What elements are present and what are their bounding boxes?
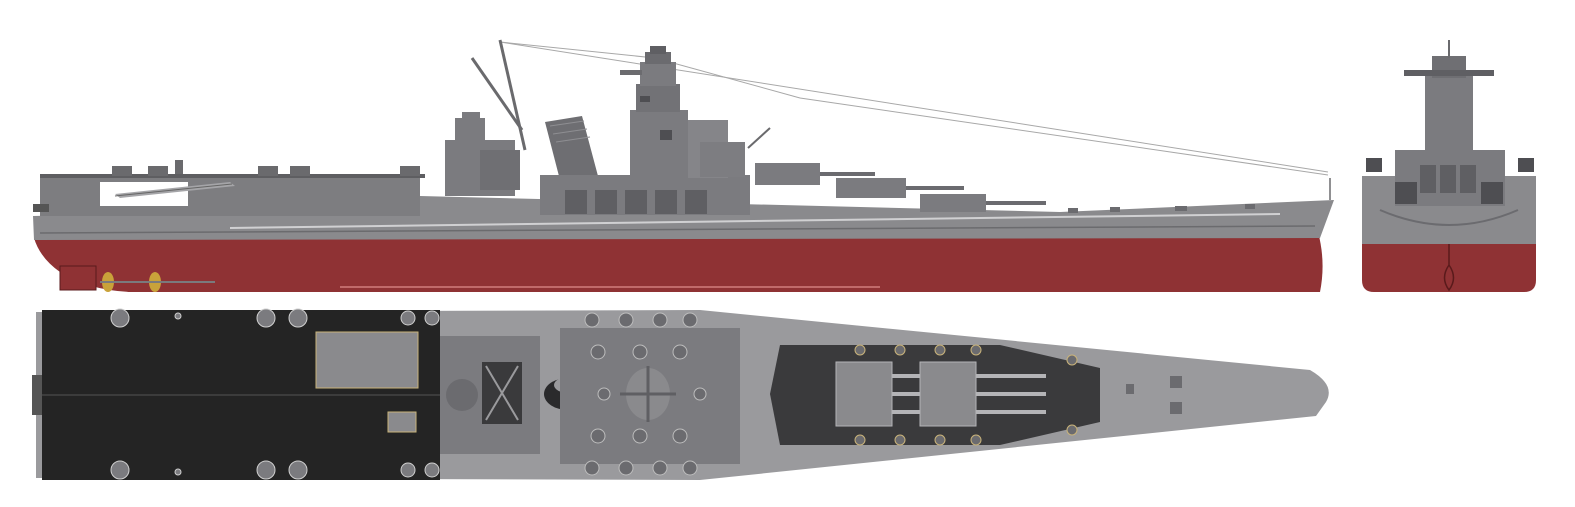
mainmast xyxy=(470,39,527,151)
bow-flare xyxy=(1379,209,1519,226)
funnel xyxy=(545,116,598,180)
bow-turret-faces xyxy=(1420,165,1476,193)
main-turret-2-side xyxy=(755,163,875,185)
top-plan-view xyxy=(32,308,1329,480)
plan-rangefinder xyxy=(620,366,676,422)
bow-rangefinder xyxy=(1404,70,1494,76)
propellers-rudder xyxy=(59,265,215,292)
forecastle-fittings xyxy=(1068,204,1255,213)
plan-forecastle-aa xyxy=(854,344,1078,446)
hull-sheer-highlight xyxy=(229,213,1281,229)
aa-mounts-aft xyxy=(112,160,420,176)
bow-view xyxy=(1362,40,1536,292)
foremast-yard xyxy=(747,127,771,149)
plan-mainmast-cross xyxy=(485,365,519,421)
plan-main-turret-1 xyxy=(919,361,1046,427)
hull-waterline-red xyxy=(34,232,1323,292)
flight-deck-aa-mounts xyxy=(110,308,440,480)
flight-deck-edge xyxy=(40,174,425,178)
bow-keel-line xyxy=(1443,205,1455,292)
rigging-lines xyxy=(499,41,1329,176)
plan-bow-fittings xyxy=(1126,376,1182,414)
aft-superstructure xyxy=(445,112,520,196)
hull-shadow-line xyxy=(39,225,1316,234)
main-turret-3-side xyxy=(920,194,1046,212)
funnel-grille xyxy=(549,120,591,143)
bow-tower xyxy=(1425,76,1473,152)
hull-upper-gray xyxy=(33,196,1334,240)
secondary-battery-casemates xyxy=(565,190,707,214)
stern-fitting xyxy=(33,204,49,212)
bow-hull-red xyxy=(1362,244,1536,292)
aft-elevator xyxy=(315,331,419,389)
main-turret-1-side xyxy=(836,178,964,198)
fore-elevator xyxy=(387,411,417,433)
plan-main-turret-2 xyxy=(835,361,946,427)
stern-plate xyxy=(32,375,42,415)
plan-secondary-mounts xyxy=(584,312,707,476)
bow-side-casemates xyxy=(1366,158,1534,204)
side-profile-view xyxy=(33,39,1334,292)
plan-aft-director xyxy=(446,379,478,411)
hangar-opening-2 xyxy=(156,182,186,206)
bridge-tower xyxy=(620,46,745,178)
